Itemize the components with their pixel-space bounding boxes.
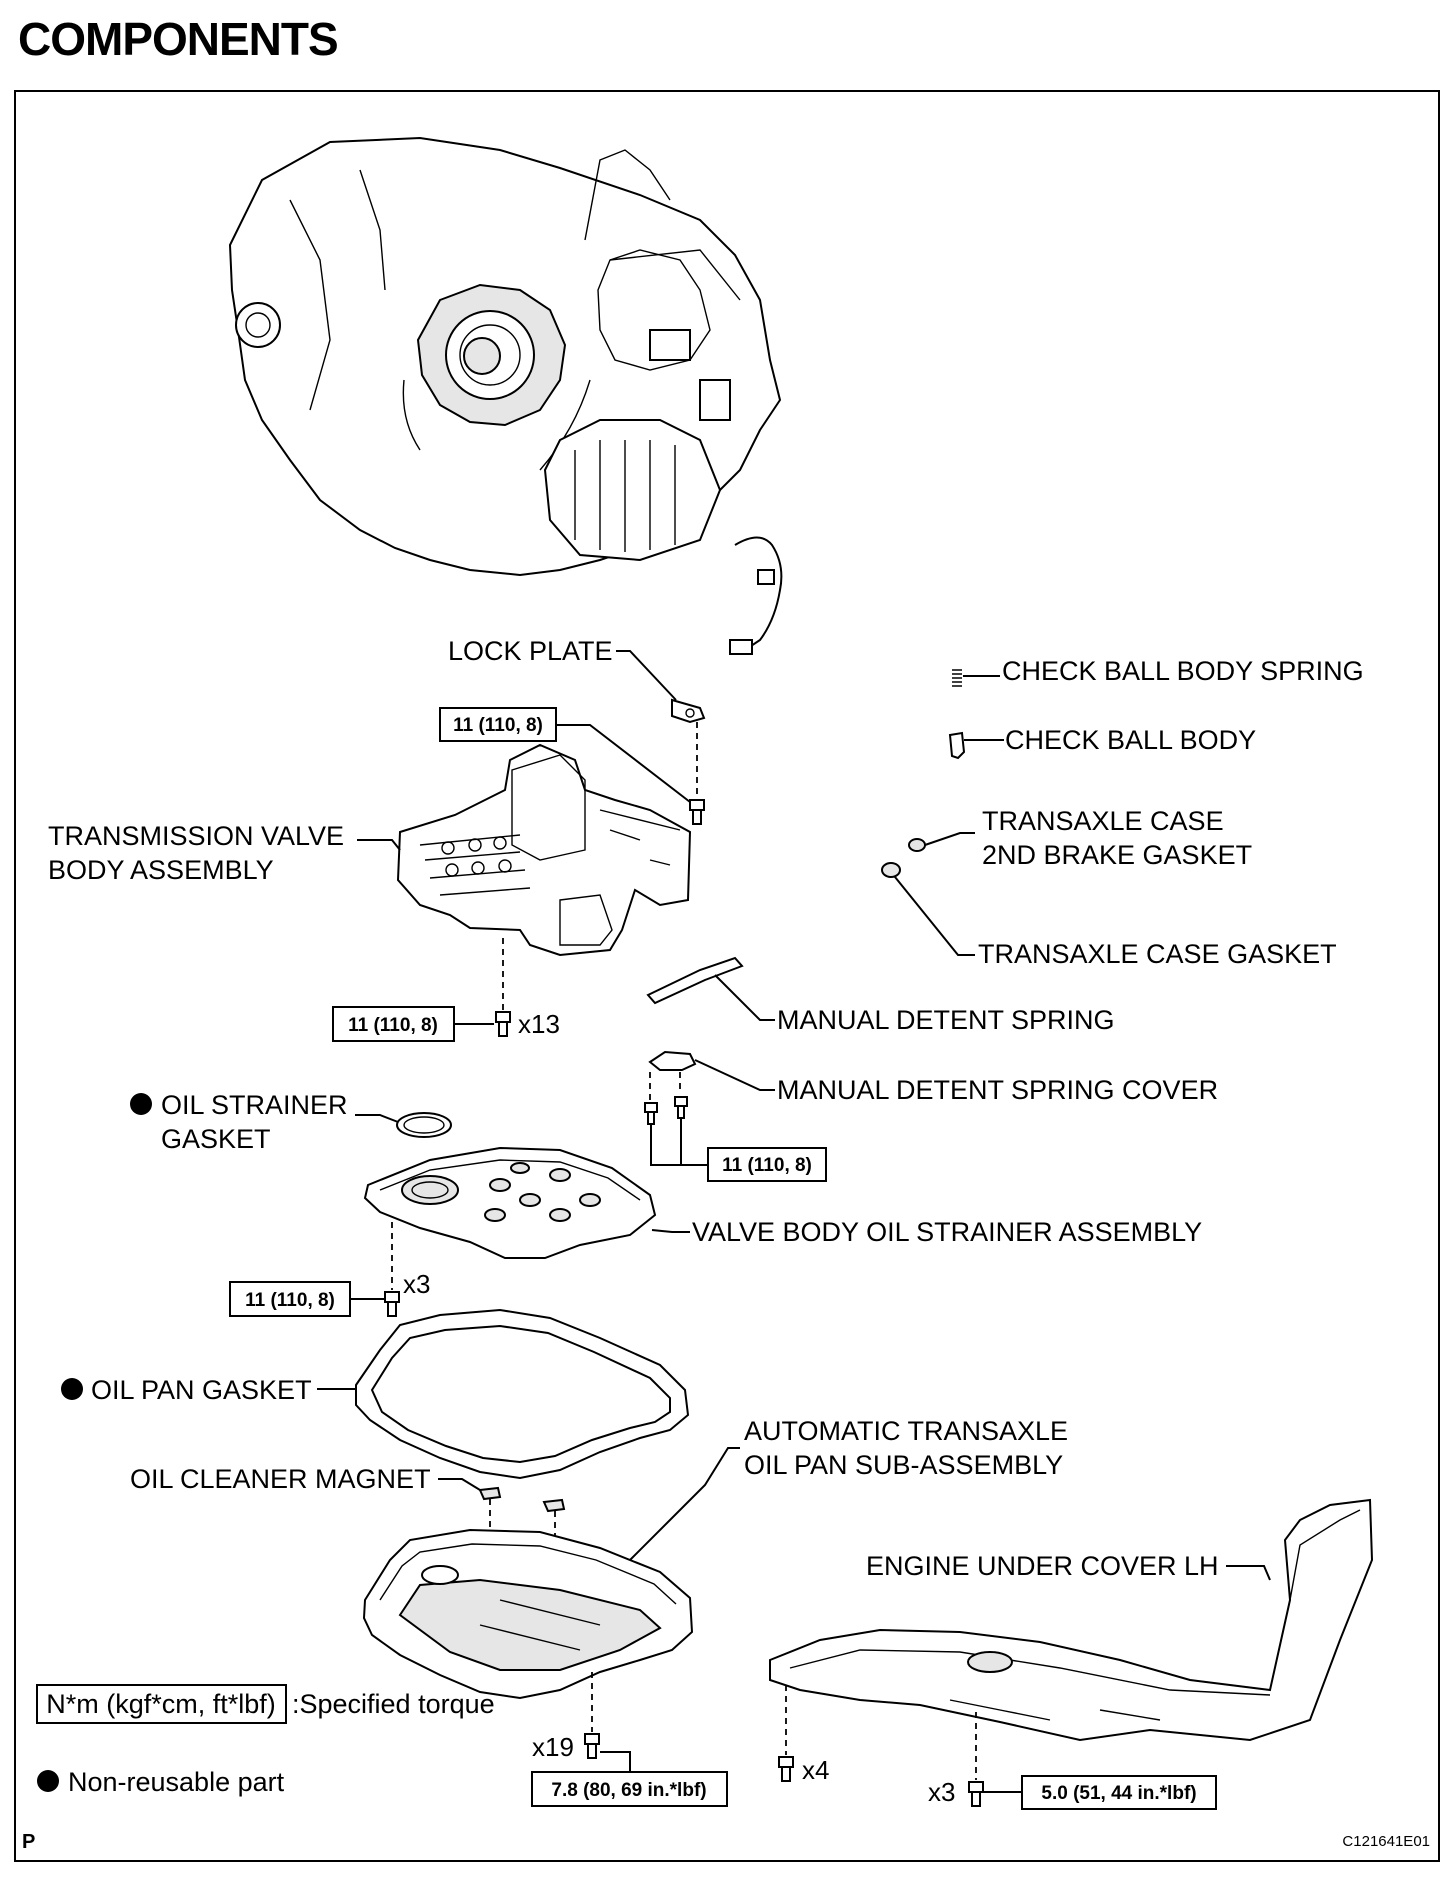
engine-under-cover-part xyxy=(769,1498,1374,1742)
lock-plate-part xyxy=(616,650,706,724)
legend-torque-unit: N*m (kgf*cm, ft*lbf) xyxy=(46,1689,276,1719)
transaxle-assembly-illustration xyxy=(228,136,783,655)
page-title: COMPONENTS xyxy=(18,13,339,65)
manual-detent-cover-label: MANUAL DETENT SPRING COVER xyxy=(777,1075,1218,1105)
oil-pan-part xyxy=(362,1528,694,1700)
legend-torque-desc: :Specified torque xyxy=(292,1689,495,1719)
valve-body-label-line1: TRANSMISSION VALVE xyxy=(48,821,344,851)
strainer-torque-value: 11 (110, 8) xyxy=(245,1290,335,1311)
case-gasket-leader xyxy=(894,876,975,956)
diagram-frame xyxy=(14,90,1440,1862)
detent-cover-bolt-axes xyxy=(649,1072,681,1100)
oil-cleaner-magnet-label: OIL CLEANER MAGNET xyxy=(130,1464,431,1494)
oil-pan-label-line2: OIL PAN SUB-ASSEMBLY xyxy=(744,1450,1063,1480)
lock-plate-torque-value: 11 (110, 8) xyxy=(453,715,543,736)
oil-pan-bolt xyxy=(584,1733,600,1759)
lock-plate-bolt xyxy=(689,799,705,825)
legend-non-reusable-mark xyxy=(37,1770,59,1792)
oil-cleaner-magnet-leader xyxy=(438,1478,481,1491)
case-gasket-part xyxy=(881,862,901,878)
case-2nd-gasket-label-line1: TRANSAXLE CASE xyxy=(982,806,1224,836)
lock-plate-torque-leader xyxy=(557,724,691,803)
case-2nd-brake-gasket-leader xyxy=(924,832,975,846)
case-2nd-gasket-label-line2: 2ND BRAKE GASKET xyxy=(982,840,1252,870)
case-gasket-label: TRANSAXLE CASE GASKET xyxy=(978,939,1337,969)
engine-under-cover-leader xyxy=(1226,1565,1271,1581)
oil-pan-gasket-label: OIL PAN GASKET xyxy=(91,1375,312,1405)
under-cover-left-bolt-qty: x4 xyxy=(802,1755,829,1785)
check-ball-spring-label: CHECK BALL BODY SPRING xyxy=(1002,656,1364,686)
manual-detent-spring-part xyxy=(646,956,744,1005)
oil-cleaner-magnet-part-1 xyxy=(478,1486,502,1501)
lock-plate-label: LOCK PLATE xyxy=(448,636,613,666)
manual-detent-cover-part xyxy=(648,1050,697,1071)
legend-non-reusable-text: Non-reusable part xyxy=(68,1767,285,1797)
under-cover-torque-value: 5.0 (51, 44 in.*lbf) xyxy=(1041,1783,1196,1804)
under-cover-right-bolt-qty: x3 xyxy=(928,1777,955,1807)
valve-body-leader xyxy=(357,839,401,851)
detent-cover-bolts xyxy=(644,1096,688,1125)
case-2nd-brake-gasket-part xyxy=(908,838,926,852)
strainer-gasket-label-line1: OIL STRAINER xyxy=(161,1090,348,1120)
strainer-gasket-leader xyxy=(355,1114,399,1123)
under-cover-right-bolt xyxy=(968,1781,984,1807)
non-reusable-mark-oil-pan-gasket xyxy=(61,1378,83,1400)
detent-cover-torque-leader xyxy=(650,1118,708,1166)
detent-cover-torque-box xyxy=(707,1147,827,1182)
under-cover-torque-box xyxy=(1021,1775,1217,1810)
under-cover-left-bolt xyxy=(778,1756,794,1782)
valve-body-label-line2: BODY ASSEMBLY xyxy=(48,855,274,885)
oil-pan-bolt-qty: x19 xyxy=(532,1732,574,1762)
valve-body-torque-value: 11 (110, 8) xyxy=(348,1015,438,1036)
valve-body-assembly-part xyxy=(396,743,692,957)
check-ball-body-label: CHECK BALL BODY xyxy=(1005,725,1256,755)
manual-detent-cover-leader xyxy=(694,1059,775,1091)
valve-body-torque-box xyxy=(332,1006,455,1042)
oil-strainer-leader xyxy=(651,1229,690,1233)
oil-cleaner-magnet-part-2 xyxy=(542,1498,566,1513)
non-reusable-mark-strainer-gasket xyxy=(130,1093,152,1115)
valve-body-bolt-qty: x13 xyxy=(518,1009,560,1039)
oil-pan-label-line1: AUTOMATIC TRANSAXLE xyxy=(744,1416,1068,1446)
strainer-bolt-qty: x3 xyxy=(403,1269,430,1299)
figure-code: C121641E01 xyxy=(1342,1833,1430,1850)
check-ball-body-icon xyxy=(948,731,966,760)
engine-under-cover-label: ENGINE UNDER COVER LH xyxy=(866,1551,1219,1581)
oil-strainer-label: VALVE BODY OIL STRAINER ASSEMBLY xyxy=(692,1217,1202,1247)
check-ball-spring-icon xyxy=(952,669,962,687)
oil-pan-leader xyxy=(629,1447,740,1561)
lock-plate-torque-box xyxy=(439,707,557,742)
corner-left-mark: P xyxy=(22,1831,35,1853)
manual-detent-spring-label: MANUAL DETENT SPRING xyxy=(777,1005,1115,1035)
detent-cover-torque-value: 11 (110, 8) xyxy=(722,1155,812,1176)
manual-detent-spring-leader xyxy=(714,974,775,1021)
strainer-bolt xyxy=(384,1291,400,1317)
oil-pan-torque-value: 7.8 (80, 69 in.*lbf) xyxy=(551,1780,706,1801)
oil-pan-torque-box xyxy=(531,1771,728,1807)
strainer-gasket-label-line2: GASKET xyxy=(161,1124,271,1154)
strainer-torque-box xyxy=(229,1281,351,1317)
oil-strainer-assembly-part xyxy=(363,1146,657,1259)
legend-torque-box xyxy=(36,1684,287,1724)
oil-pan-torque-leader xyxy=(600,1751,631,1772)
valve-body-bolt xyxy=(495,1011,511,1037)
